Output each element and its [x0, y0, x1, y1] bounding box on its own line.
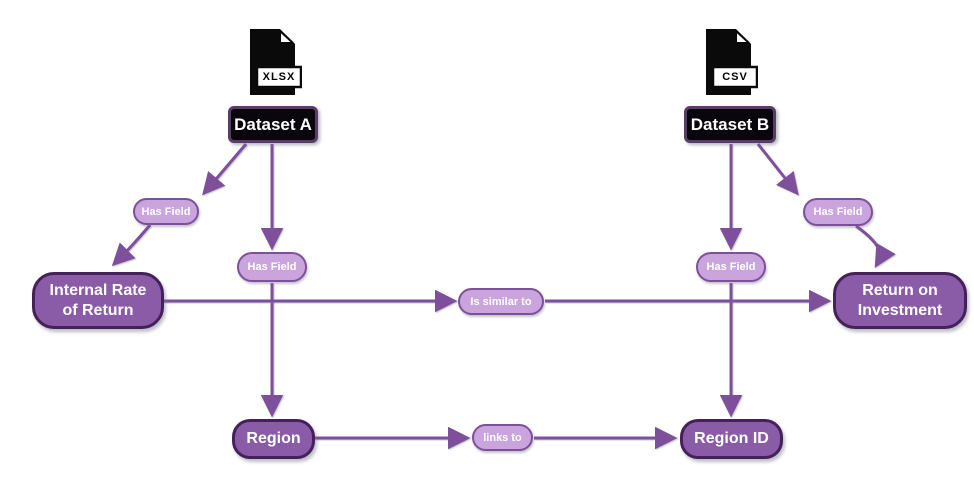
edge-label-text: links to: [483, 431, 522, 444]
field-label-internal-rate-of-return: Internal Rate of Return: [49, 282, 147, 319]
edge-label-text: Has Field: [813, 206, 863, 218]
field-node-region-id[interactable]: Region ID: [680, 419, 783, 459]
dataset-b-label: Dataset B: [690, 114, 770, 134]
edge-label-a-has-field-region: Has Field: [237, 252, 307, 282]
xlsx-file-type-label: XLSX: [262, 71, 296, 83]
edge-label-links-to: links to: [472, 424, 533, 451]
csv-file-type-label: CSV: [722, 71, 748, 83]
edge-label-b-has-field-region-id: Has Field: [696, 252, 766, 282]
edge-hasfield-roi-to-roi: [855, 224, 896, 268]
edge-label-text: Has Field: [706, 261, 756, 273]
xlsx-file-icon: XLSX: [248, 27, 303, 97]
field-label-return-on-investment: Return on Investment: [857, 282, 943, 319]
edge-label-text: Has Field: [247, 261, 297, 273]
edge-dataset-a-to-hasfield-irr: [202, 143, 248, 196]
field-node-region[interactable]: Region: [232, 419, 315, 459]
edge-label-b-has-field-roi: Has Field: [803, 198, 873, 226]
edge-hasfield-irr-to-irr: [111, 224, 152, 267]
dataset-a-label: Dataset A: [234, 114, 312, 134]
dataset-a-node[interactable]: Dataset A: [228, 106, 318, 143]
edge-dataset-b-to-hasfield-roi: [756, 143, 799, 196]
dataset-b-node[interactable]: Dataset B: [684, 106, 776, 143]
edge-label-is-similar-to: Is similar to: [458, 288, 544, 315]
field-node-return-on-investment[interactable]: Return on Investment: [833, 272, 967, 329]
edge-label-text: Is similar to: [470, 295, 532, 308]
field-label-region-id: Region ID: [694, 430, 769, 448]
field-node-internal-rate-of-return[interactable]: Internal Rate of Return: [32, 272, 164, 329]
edge-label-text: Has Field: [141, 205, 191, 218]
csv-file-icon: CSV: [704, 27, 759, 97]
field-label-region: Region: [246, 430, 301, 448]
edge-label-a-has-field-irr: Has Field: [133, 198, 199, 225]
